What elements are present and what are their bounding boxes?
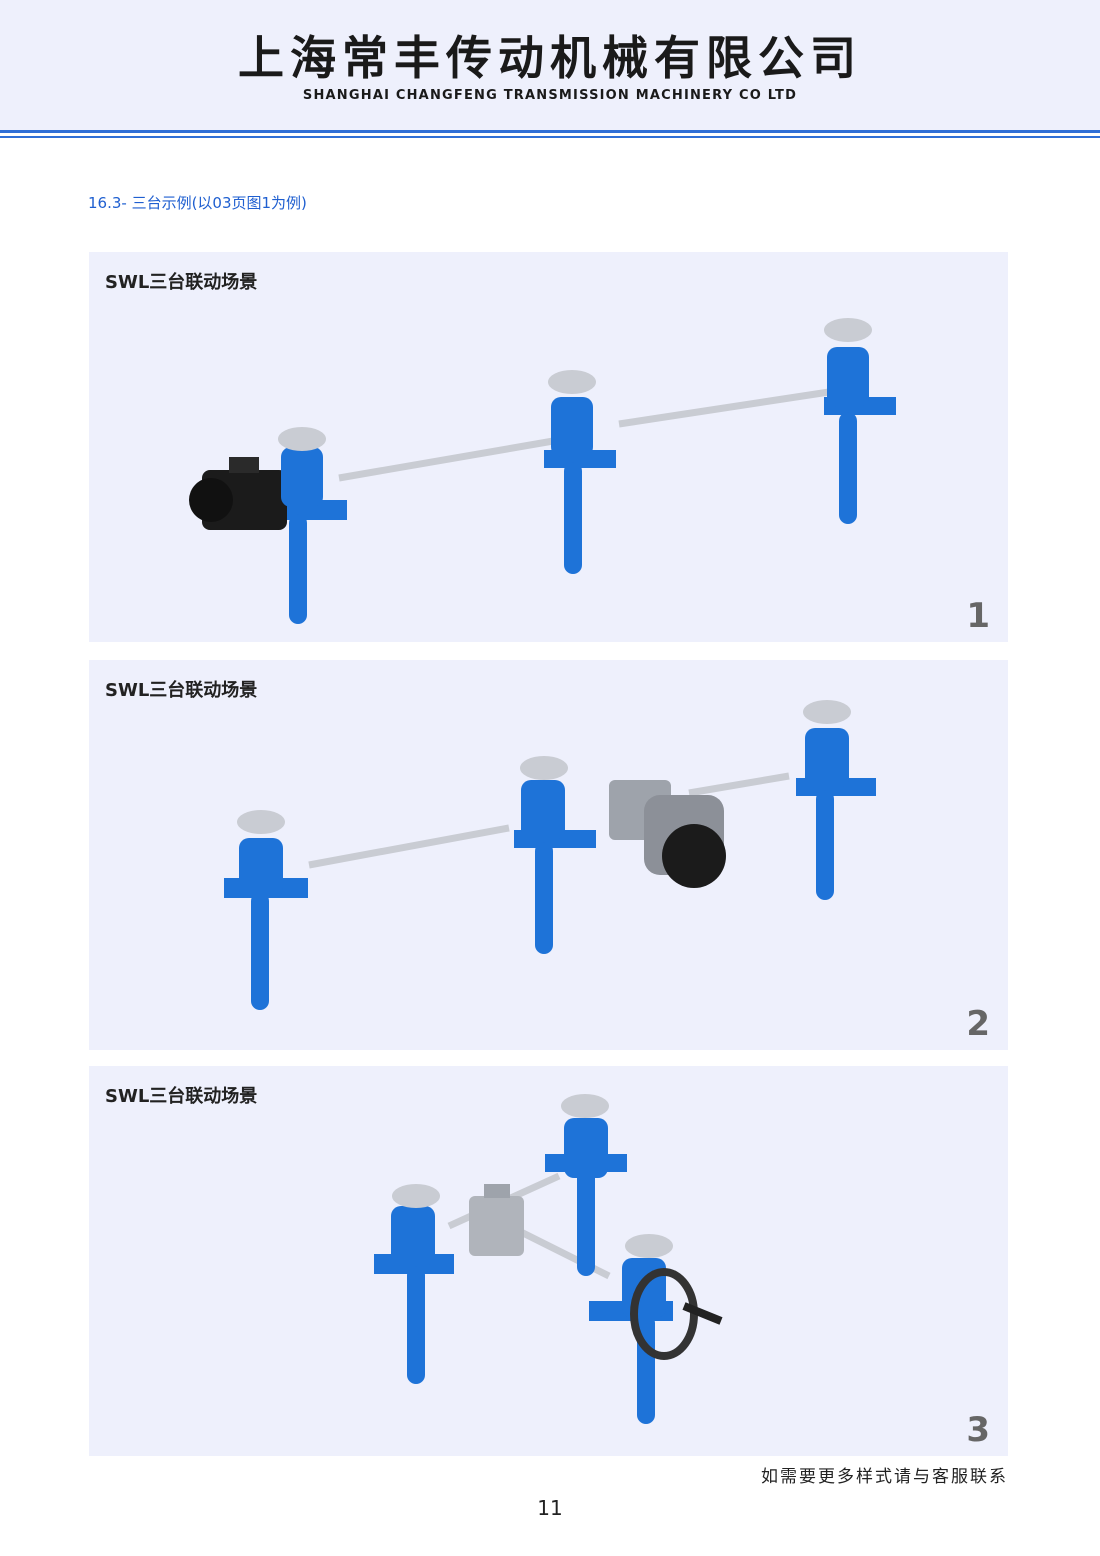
header-rule-thin [0,136,1100,138]
three-jack-linkage-illustration [224,700,876,1010]
servo-motor [189,457,287,530]
screw-jack-2 [514,756,596,954]
panel-number: 2 [966,1004,990,1044]
company-name-chinese: 上海常丰传动机械有限公司 [238,31,862,85]
panel-number: 1 [966,596,990,636]
scene-panel-2: SWL三台联动场景 2 [89,660,1008,1050]
scene-panel-3: SWL三台联动场景 [89,1066,1008,1456]
handwheel [630,1268,723,1360]
screw-jack-3 [589,1234,673,1424]
screw-jack-3 [824,318,896,524]
three-jack-linkage-illustration [189,318,896,624]
screw-jack-2 [545,1094,627,1276]
scene-panel-1: SWL三台联动场景 1 [89,252,1008,642]
drive-shaft [338,388,830,482]
contact-note: 如需要更多样式请与客服联系 [761,1467,1008,1487]
screw-jack-2 [544,370,616,574]
screw-jack-1 [224,810,308,1010]
gear-motor [609,780,726,888]
right-angle-gearbox [469,1184,524,1256]
page-number: 11 [537,1496,563,1520]
panel-number: 3 [966,1410,990,1450]
screw-jack-3 [796,700,876,900]
header-rule-thick [0,130,1100,133]
section-title: 16.3- 三台示例(以03页图1为例) [88,194,307,212]
three-jack-linkage-illustration [374,1094,723,1424]
screw-jack-1 [374,1184,454,1384]
page-header: 上海常丰传动机械有限公司 SHANGHAI CHANGFENG TRANSMIS… [0,0,1100,130]
panel-label: SWL三台联动场景 [105,680,258,701]
panel-label: SWL三台联动场景 [105,272,258,293]
company-name-english: SHANGHAI CHANGFENG TRANSMISSION MACHINER… [302,88,798,103]
screw-jack-1 [278,427,347,624]
panel-label: SWL三台联动场景 [105,1086,258,1107]
drive-shaft [308,772,790,869]
